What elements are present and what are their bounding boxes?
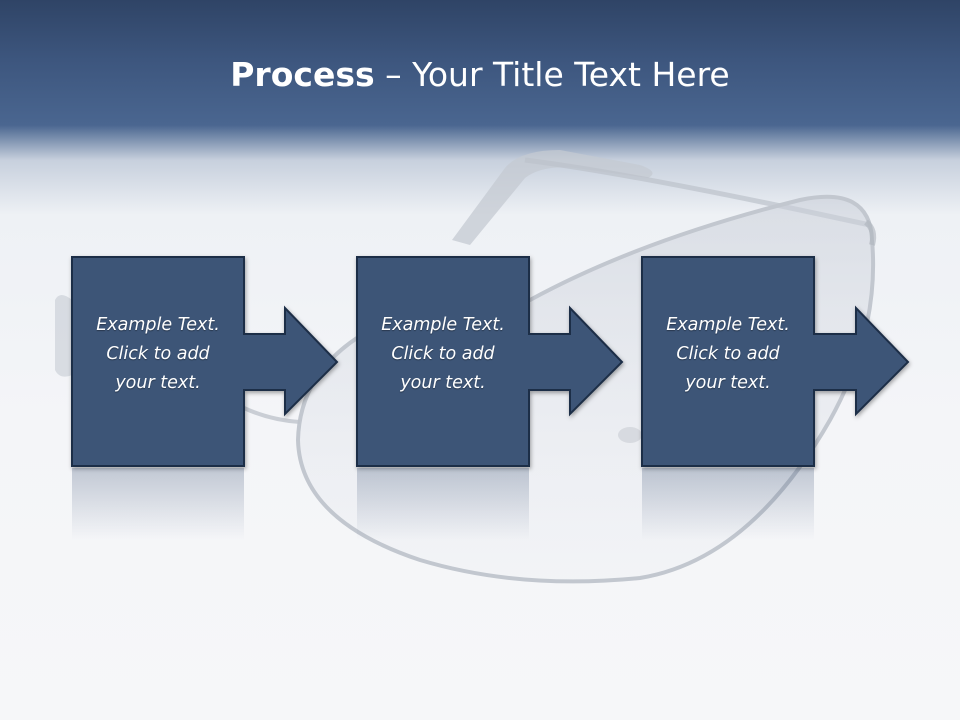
step-1-label: Example Text. Click to add your text.	[96, 314, 220, 393]
step-2-arrow-shape	[356, 256, 624, 467]
step-3-text[interactable]: Example Text. Click to add your text.	[642, 294, 814, 414]
step-1-arrow-shape	[71, 256, 339, 467]
slide-title[interactable]: Process – Your Title Text Here	[0, 52, 960, 102]
step-2-label: Example Text. Click to add your text.	[381, 314, 505, 393]
step-1-reflection	[72, 468, 244, 540]
process-step-2[interactable]	[356, 256, 624, 540]
step-3-arrow-shape	[641, 256, 910, 467]
step-2-reflection	[357, 468, 529, 540]
step-3-reflection	[642, 468, 814, 540]
step-2-text[interactable]: Example Text. Click to add your text.	[357, 294, 529, 414]
process-step-3[interactable]	[641, 256, 910, 540]
process-step-1[interactable]	[71, 256, 339, 540]
title-separator: –	[374, 55, 413, 94]
step-3-label: Example Text. Click to add your text.	[666, 314, 790, 393]
title-rest-text: Your Title Text Here	[412, 55, 730, 94]
step-1-text[interactable]: Example Text. Click to add your text.	[72, 294, 244, 414]
title-bold-text: Process	[230, 55, 375, 94]
